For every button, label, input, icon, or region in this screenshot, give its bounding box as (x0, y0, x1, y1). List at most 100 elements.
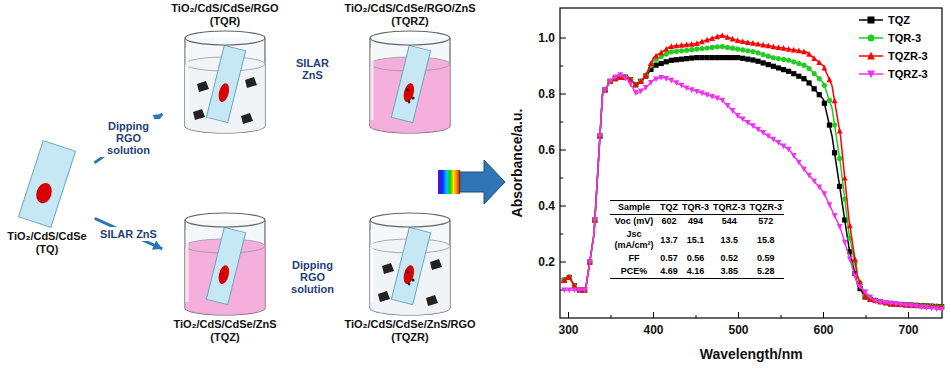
stroke (866, 315, 867, 318)
marker (796, 160, 802, 166)
marker (842, 175, 848, 181)
tick-label: 400 (643, 323, 663, 337)
marker (821, 191, 827, 197)
sample-label: TiO₂/CdS/CdSe (TQ) (2, 230, 92, 256)
marker (745, 120, 751, 126)
marker (786, 147, 792, 153)
marker (786, 69, 791, 74)
marker (679, 83, 685, 89)
legend-sample (858, 13, 884, 27)
table-cell-text: TQZ (660, 202, 678, 212)
marker (755, 59, 760, 64)
glass-slide (12, 138, 82, 230)
marker (781, 143, 787, 149)
legend-sample (858, 31, 884, 45)
marker (867, 52, 875, 60)
marker (812, 86, 817, 91)
marker (730, 36, 736, 42)
marker (566, 287, 572, 293)
stroke (738, 312, 739, 318)
table-cell-text: PCE% (621, 266, 648, 276)
table-cell: 0.57 (658, 252, 680, 265)
marker (664, 52, 669, 57)
table-cell: 572 (748, 215, 785, 229)
arrow-label: Dipping RGO solution (98, 119, 160, 157)
marker (699, 91, 705, 97)
marker (648, 80, 654, 86)
absorbance-curve (561, 72, 944, 312)
marker (781, 67, 786, 72)
table-cell-text: 13.7 (660, 235, 678, 245)
marker (704, 55, 709, 60)
marker (715, 44, 720, 49)
sample-label: TiO₂/CdS/CdSe/ZnS (TQZ) (165, 318, 285, 344)
marker (903, 302, 909, 308)
marker (694, 47, 699, 52)
table-cell-text: TQR-3 (682, 202, 709, 212)
marker (929, 306, 935, 312)
legend-text: TQZR-3 (888, 50, 928, 62)
marker (827, 98, 832, 103)
marker (709, 94, 715, 100)
process-arrow (95, 218, 163, 249)
table-cell: 4.16 (680, 265, 711, 279)
table-cell: 13.5 (711, 228, 748, 252)
marker (765, 43, 771, 49)
marker (663, 76, 669, 82)
marker (745, 48, 750, 53)
table-cell-text: 5.28 (757, 266, 775, 276)
arrow-line (94, 114, 162, 163)
marker (837, 224, 843, 230)
marker (719, 32, 725, 38)
table-row: FF0.570.560.520.59 (610, 252, 784, 265)
marker (704, 92, 710, 98)
marker (730, 108, 736, 114)
stroke (560, 122, 563, 123)
legend-sample (858, 67, 884, 81)
marker (643, 85, 649, 91)
marker (725, 55, 730, 60)
tick-label: 600 (813, 323, 833, 337)
marker (715, 55, 720, 60)
sample-label: TiO₂/CdS/CdSe/RGO (TQR) (165, 2, 285, 28)
marker (750, 57, 755, 62)
marker (740, 117, 746, 123)
table-cell-text: Voc (mV) (615, 216, 653, 226)
marker (628, 82, 634, 88)
table-cell-text: 15.1 (687, 235, 705, 245)
table-cell: TQZR-3 (748, 201, 785, 215)
arrow-label: SILAR ZnS (288, 56, 338, 82)
marker (816, 59, 822, 65)
marker (811, 179, 817, 185)
marker (817, 92, 822, 97)
marker (689, 55, 694, 60)
marker (653, 77, 659, 83)
tick-label: 0.4 (538, 199, 555, 213)
marker (837, 128, 843, 134)
beaker-node: TiO₂/CdS/CdSe/ZnS (TQZ) (165, 210, 285, 344)
marker (561, 287, 567, 293)
axis-title: Wavelength/nm (700, 346, 803, 362)
table-cell: 4.69 (658, 265, 680, 279)
table-cell-text: 0.57 (660, 253, 678, 263)
stroke (560, 206, 566, 207)
marker (821, 65, 827, 71)
marker (761, 52, 766, 57)
marker (694, 40, 700, 46)
marker (852, 256, 858, 262)
marker (668, 43, 674, 49)
table-cell-text: 13.5 (720, 235, 738, 245)
marker (817, 76, 822, 81)
marker (761, 60, 766, 65)
marker (781, 57, 786, 62)
marker (617, 72, 623, 78)
table-cell: 5.28 (748, 265, 785, 279)
marker (771, 55, 776, 60)
marker (806, 173, 812, 179)
stroke (908, 312, 909, 318)
tick-label: 1.0 (538, 31, 555, 45)
marker (561, 277, 567, 283)
marker (760, 130, 766, 136)
table-cell-text: FF (629, 253, 640, 263)
stroke (653, 312, 654, 318)
